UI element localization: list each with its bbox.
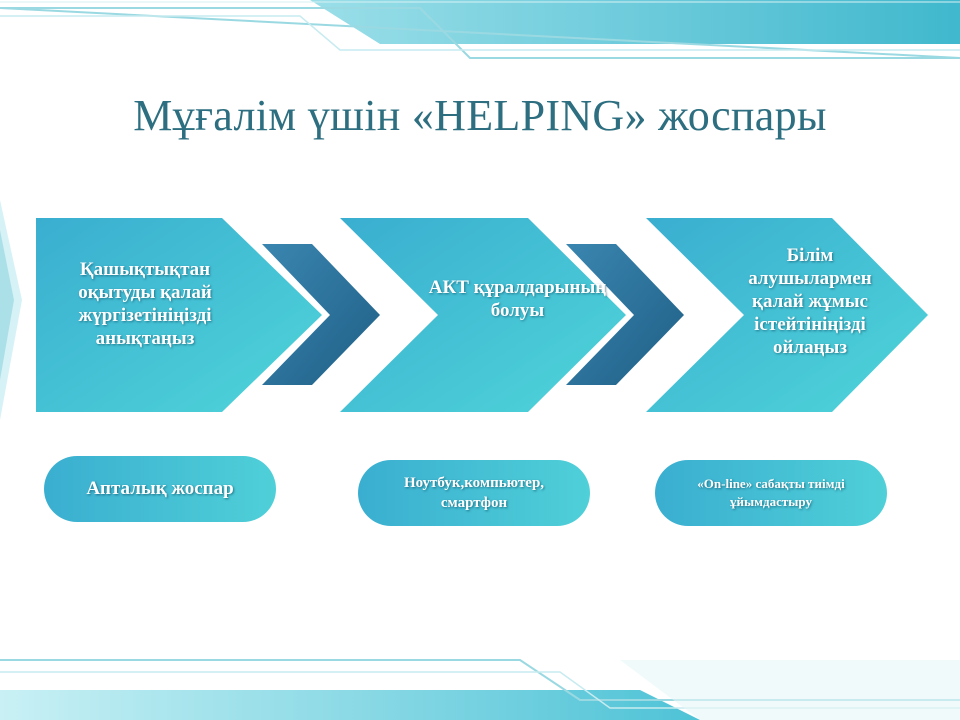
detail-pill-3-label: «On-line» сабақты тиімді ұйымдастыру xyxy=(697,476,845,509)
step-3-text: Білім алушылармен қалай жұмыс істейтінің… xyxy=(748,245,872,358)
connector-2-chevron xyxy=(566,244,684,385)
step-3-chevron xyxy=(646,218,928,412)
step-1-chevron xyxy=(36,218,322,412)
detail-pill-3: «On-line» сабақты тиімді ұйымдастыру xyxy=(655,460,887,526)
detail-pill-1: Апталық жоспар xyxy=(44,456,276,522)
slide-title: Мұғалім үшін «HELPING» жоспары xyxy=(133,91,827,140)
detail-pill-2-label: Ноутбук,компьютер, смартфон xyxy=(403,475,545,511)
detail-pill-1-label: Апталық жоспар xyxy=(86,478,234,499)
step-2-text: АКТ құралдарының болуы xyxy=(428,277,607,321)
step-2-chevron xyxy=(340,218,626,412)
step-1-text: Қашықтықтан оқытуды қалай жүргізетініңіз… xyxy=(78,259,212,349)
connector-1-chevron xyxy=(262,244,380,385)
detail-pill-2: Ноутбук,компьютер, смартфон xyxy=(358,460,590,526)
